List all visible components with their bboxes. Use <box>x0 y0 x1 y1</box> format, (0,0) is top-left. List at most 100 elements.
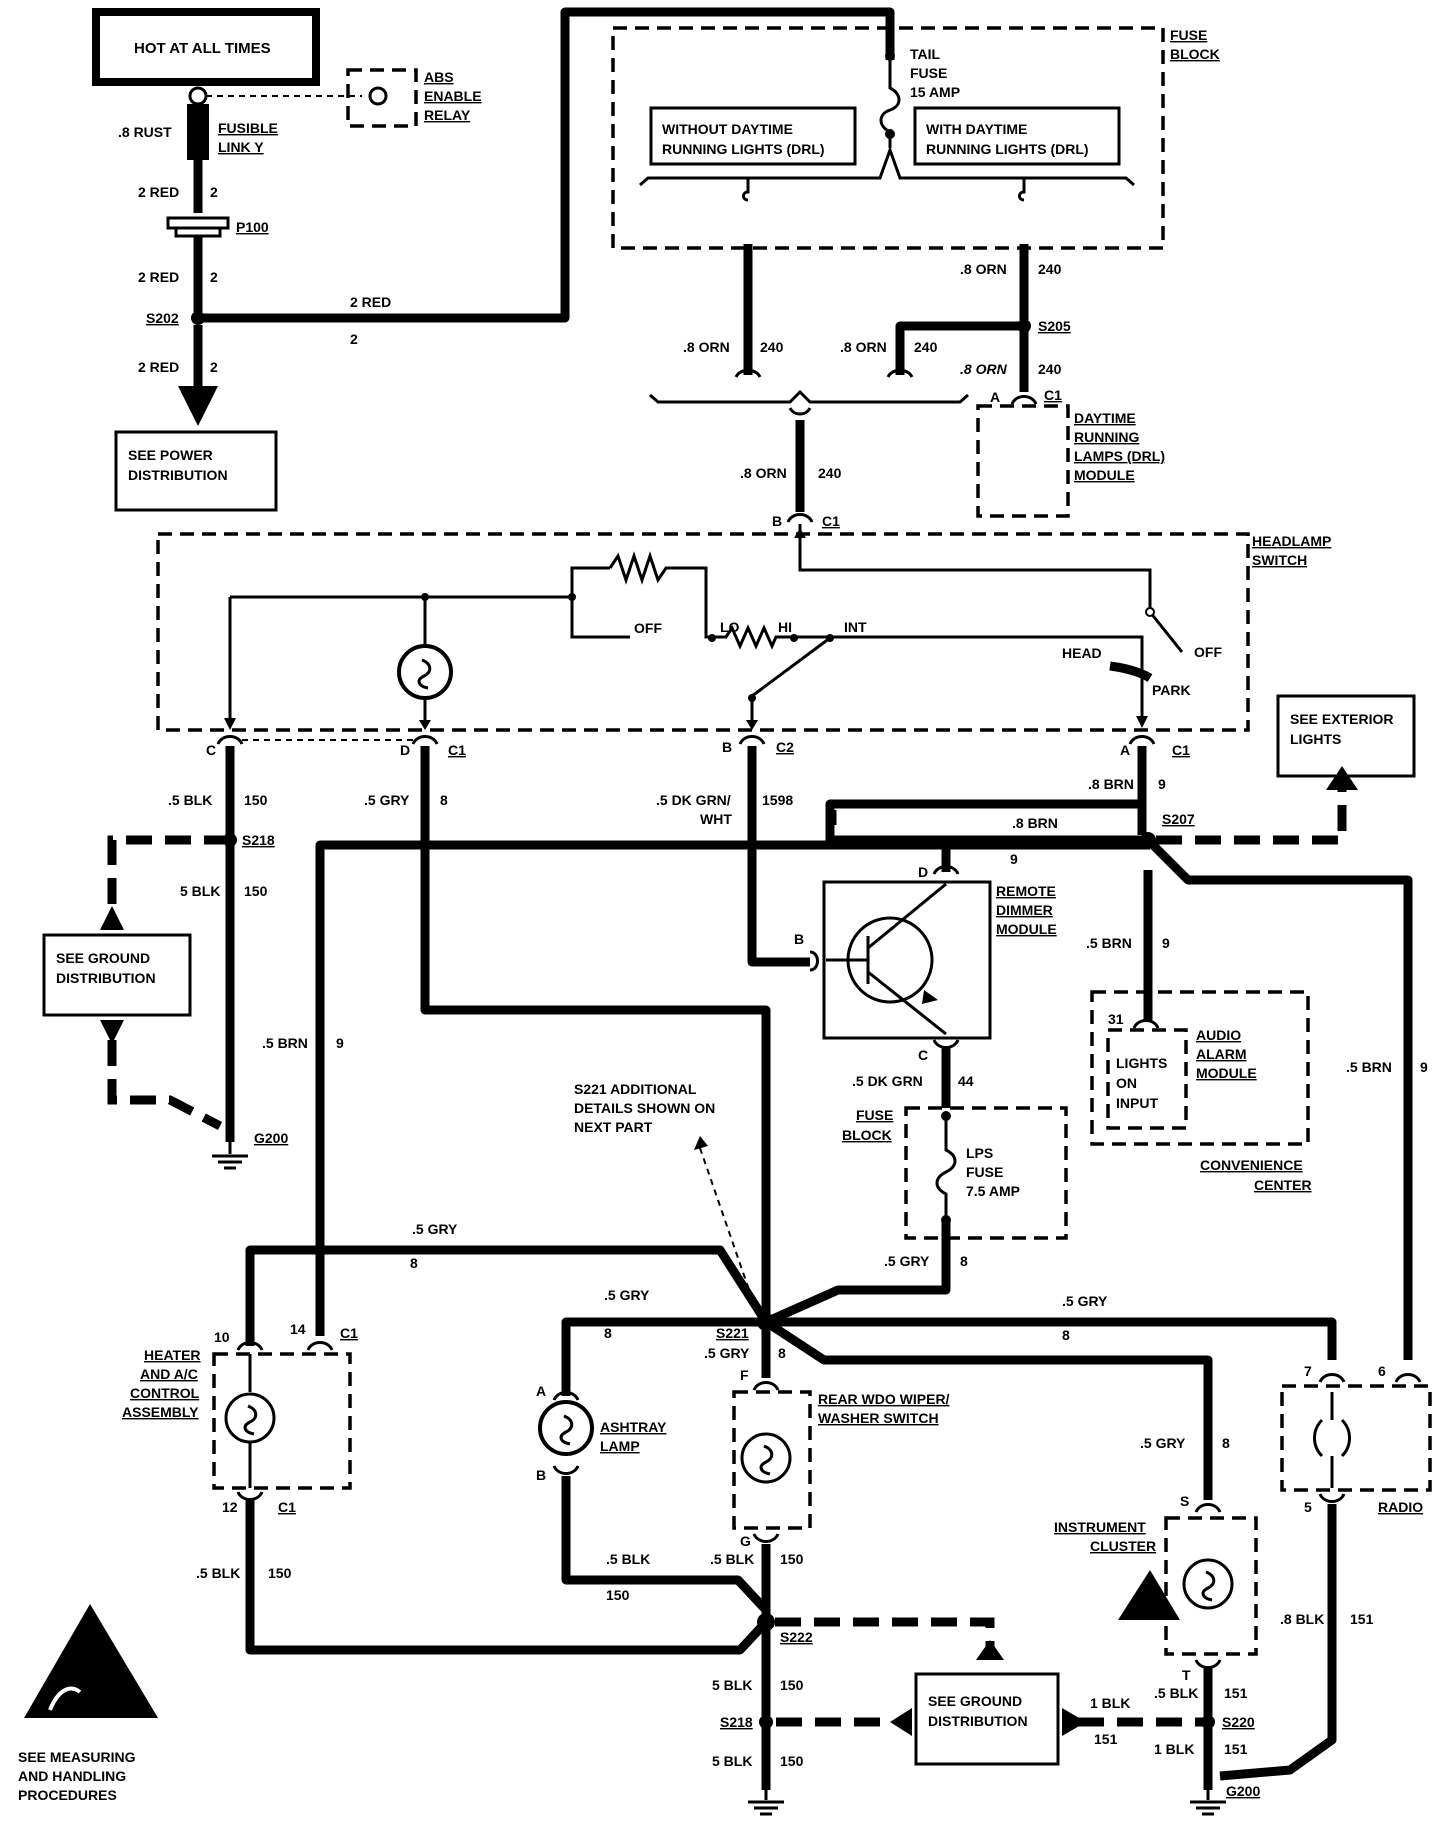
ashtray-lamp <box>538 1400 594 1456</box>
svg-text:MODULE: MODULE <box>996 921 1057 937</box>
abs-label-2: ENABLE <box>424 88 482 104</box>
fusible-link-top <box>188 86 208 106</box>
s205-label: S205 <box>1038 318 1071 334</box>
svg-text:CONTROL: CONTROL <box>130 1385 200 1401</box>
svg-text:C: C <box>918 1047 928 1063</box>
hot-at-all-times-label: HOT AT ALL TIMES <box>134 40 271 57</box>
svg-text:T: T <box>1182 1667 1191 1683</box>
see-power-distribution-box <box>114 430 278 512</box>
without-drl-box <box>649 106 857 166</box>
svg-text:9: 9 <box>1158 776 1166 792</box>
svg-text:TAIL: TAIL <box>910 46 941 62</box>
fusible-link-label-1: FUSIBLE <box>218 120 278 136</box>
svg-text:8: 8 <box>1062 1327 1070 1343</box>
svg-text:MODULE: MODULE <box>1196 1065 1257 1081</box>
svg-text:INT: INT <box>844 619 867 635</box>
svg-text:12: 12 <box>222 1499 238 1515</box>
svg-text:.5 BLK: .5 BLK <box>606 1551 650 1567</box>
svg-text:SWITCH: SWITCH <box>1252 552 1307 568</box>
svg-text:OFF: OFF <box>634 620 662 636</box>
svg-text:.5 GRY: .5 GRY <box>884 1253 930 1269</box>
svg-text:1 BLK: 1 BLK <box>1090 1695 1130 1711</box>
svg-text:S207: S207 <box>1162 811 1195 827</box>
svg-text:RUNNING LIGHTS (DRL): RUNNING LIGHTS (DRL) <box>662 141 825 157</box>
lps-fuse-symbol <box>935 1116 957 1222</box>
rear-wdo-switch-box <box>732 1390 812 1530</box>
svg-text:WITH DAYTIME: WITH DAYTIME <box>926 121 1027 137</box>
svg-text:CENTER: CENTER <box>1254 1177 1312 1193</box>
svg-text:LO: LO <box>720 619 740 635</box>
fusible-link-y <box>187 104 209 160</box>
abs-label-1: ABS <box>424 69 454 85</box>
svg-text:SEE EXTERIOR: SEE EXTERIOR <box>1290 711 1393 727</box>
svg-text:2 RED: 2 RED <box>350 294 391 310</box>
svg-text:240: 240 <box>1038 361 1062 377</box>
svg-text:8: 8 <box>1222 1435 1230 1451</box>
svg-text:ALARM: ALARM <box>1196 1046 1247 1062</box>
svg-text:ASHTRAY: ASHTRAY <box>600 1419 667 1435</box>
svg-text:.8 ORN: .8 ORN <box>960 361 1008 377</box>
svg-text:HEAD: HEAD <box>1062 645 1102 661</box>
svg-text:PARK: PARK <box>1152 682 1191 698</box>
svg-text:151: 151 <box>1224 1685 1248 1701</box>
svg-text:WHT: WHT <box>700 811 732 827</box>
svg-text:10: 10 <box>214 1329 230 1345</box>
svg-text:LAMP: LAMP <box>600 1438 640 1454</box>
svg-text:G200: G200 <box>1226 1783 1260 1799</box>
svg-text:240: 240 <box>818 465 842 481</box>
svg-text:150: 150 <box>244 792 268 808</box>
esd-measuring-icon <box>24 1604 158 1718</box>
svg-text:C1: C1 <box>1172 742 1190 758</box>
svg-text:AND A/C: AND A/C <box>140 1366 198 1382</box>
svg-text:1598: 1598 <box>762 792 793 808</box>
convenience-center-box <box>1090 990 1310 1146</box>
svg-text:.5 GRY: .5 GRY <box>364 792 410 808</box>
svg-text:150: 150 <box>268 1565 292 1581</box>
svg-text:RADIO: RADIO <box>1378 1499 1423 1515</box>
svg-text:150: 150 <box>780 1753 804 1769</box>
svg-text:DETAILS SHOWN ON: DETAILS SHOWN ON <box>574 1100 715 1116</box>
svg-text:S222: S222 <box>780 1629 813 1645</box>
svg-text:150: 150 <box>780 1677 804 1693</box>
svg-text:.5 BLK: .5 BLK <box>1154 1685 1198 1701</box>
svg-text:G: G <box>740 1533 751 1549</box>
svg-text:.5 GRY: .5 GRY <box>1140 1435 1186 1451</box>
svg-text:.8 BRN: .8 BRN <box>1088 776 1134 792</box>
svg-text:DIMMER: DIMMER <box>996 902 1053 918</box>
svg-text:240: 240 <box>1038 261 1062 277</box>
fusible-link-label-2: LINK Y <box>218 139 264 155</box>
svg-text:S221 ADDITIONAL: S221 ADDITIONAL <box>574 1081 697 1097</box>
svg-text:2 RED: 2 RED <box>138 184 179 200</box>
svg-text:INPUT: INPUT <box>1116 1095 1158 1111</box>
headlamp-switch-box <box>156 532 1250 732</box>
svg-text:B: B <box>722 739 732 755</box>
svg-text:.5 BRN: .5 BRN <box>1086 935 1132 951</box>
lps-fuse-block-box <box>904 1106 1068 1240</box>
abs-enable-relay-box <box>346 68 418 128</box>
p100-label: P100 <box>236 219 269 235</box>
svg-text:.5 GRY: .5 GRY <box>1062 1293 1108 1309</box>
svg-text:C1: C1 <box>340 1325 358 1341</box>
svg-text:BLOCK: BLOCK <box>1170 46 1220 62</box>
with-drl-box <box>913 106 1121 166</box>
svg-text:C1: C1 <box>278 1499 296 1515</box>
svg-text:HEATER: HEATER <box>144 1347 201 1363</box>
svg-text:C1: C1 <box>1044 387 1062 403</box>
see-exterior-lights-box <box>1276 694 1416 778</box>
svg-text:.8 ORN: .8 ORN <box>840 339 887 355</box>
svg-text:WITHOUT DAYTIME: WITHOUT DAYTIME <box>662 121 793 137</box>
svg-text:8: 8 <box>604 1325 612 1341</box>
svg-text:7: 7 <box>1304 1363 1312 1379</box>
svg-text:RUNNING LIGHTS (DRL): RUNNING LIGHTS (DRL) <box>926 141 1089 157</box>
svg-text:ON: ON <box>1116 1075 1137 1091</box>
arrow-down-power <box>178 386 218 426</box>
svg-text:2: 2 <box>210 269 218 285</box>
svg-text:MODULE: MODULE <box>1074 467 1135 483</box>
svg-text:.8 ORN: .8 ORN <box>740 465 787 481</box>
svg-text:2: 2 <box>210 359 218 375</box>
svg-text:.5 BLK: .5 BLK <box>710 1551 754 1567</box>
svg-text:2: 2 <box>210 184 218 200</box>
svg-text:9: 9 <box>1162 935 1170 951</box>
svg-text:7.5 AMP: 7.5 AMP <box>966 1183 1020 1199</box>
